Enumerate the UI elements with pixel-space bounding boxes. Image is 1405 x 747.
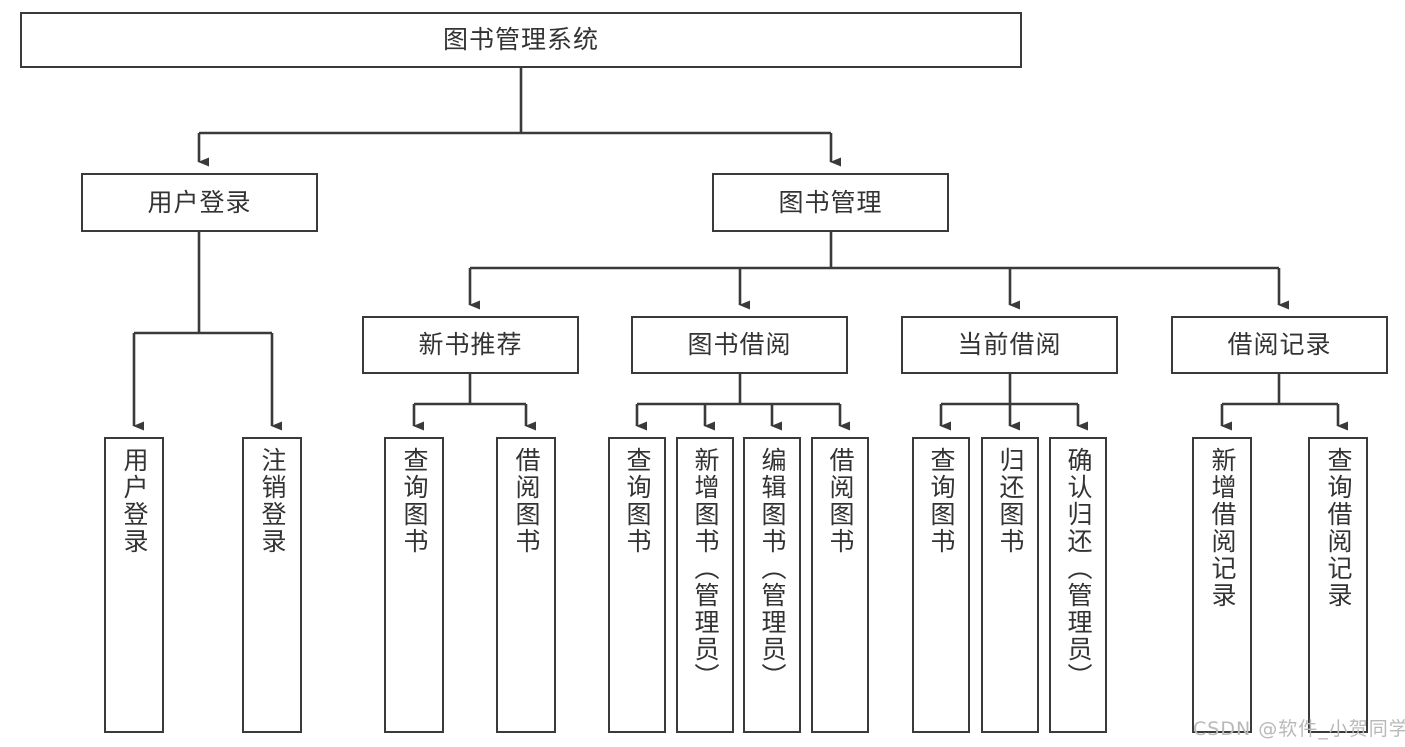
leaf-label: 用户登录 [120,447,149,555]
node-user-login[interactable]: 用户登录 [81,173,318,232]
leaf-label: 查询图书 [927,447,956,555]
leaf-add-book[interactable]: 新增图书（管理员） [676,437,734,733]
node-borrow-record[interactable]: 借阅记录 [1171,316,1388,374]
leaf-label: 查询图书 [623,447,652,555]
node-label: 图书管理 [778,187,883,217]
leaf-query-book-2[interactable]: 查询图书 [608,437,666,733]
leaf-query-book-3[interactable]: 查询图书 [912,437,970,733]
leaf-user-logout[interactable]: 注销登录 [242,437,302,733]
leaf-label: 注销登录 [258,447,287,555]
node-label: 借阅记录 [1227,330,1332,360]
leaf-return-book[interactable]: 归还图书 [981,437,1039,733]
leaf-label: 借阅图书 [826,447,855,555]
leaf-edit-book[interactable]: 编辑图书（管理员） [743,437,801,733]
node-label: 当前借阅 [957,330,1062,360]
leaf-label: 归还图书 [996,447,1025,555]
node-new-book-recommend[interactable]: 新书推荐 [362,316,579,374]
leaf-confirm-return[interactable]: 确认归还（管理员） [1049,437,1107,733]
leaf-label: 新增借阅记录 [1208,447,1237,609]
leaf-user-login[interactable]: 用户登录 [104,437,164,733]
node-label: 新书推荐 [418,330,523,360]
leaf-label: 借阅图书 [512,447,541,555]
leaf-label: 编辑图书（管理员） [758,447,787,690]
node-label: 用户登录 [147,187,252,217]
node-label: 图书借阅 [687,330,792,360]
leaf-borrow-book-2[interactable]: 借阅图书 [811,437,869,733]
leaf-label: 查询图书 [400,447,429,555]
node-label: 图书管理系统 [442,25,599,55]
leaf-label: 新增图书（管理员） [691,447,720,690]
leaf-add-borrow-record[interactable]: 新增借阅记录 [1192,437,1252,733]
leaf-label: 确认归还（管理员） [1064,447,1093,690]
leaf-query-book-1[interactable]: 查询图书 [384,437,444,733]
node-book-borrow[interactable]: 图书借阅 [631,316,848,374]
leaf-label: 查询借阅记录 [1324,447,1353,609]
node-book-manage[interactable]: 图书管理 [712,173,949,232]
node-current-borrow[interactable]: 当前借阅 [901,316,1118,374]
csdn-watermark: CSDN @软件_小贺同学 [1193,718,1405,740]
leaf-query-borrow-record[interactable]: 查询借阅记录 [1308,437,1368,733]
node-root-book-management-system[interactable]: 图书管理系统 [20,12,1022,68]
leaf-borrow-book-1[interactable]: 借阅图书 [496,437,556,733]
